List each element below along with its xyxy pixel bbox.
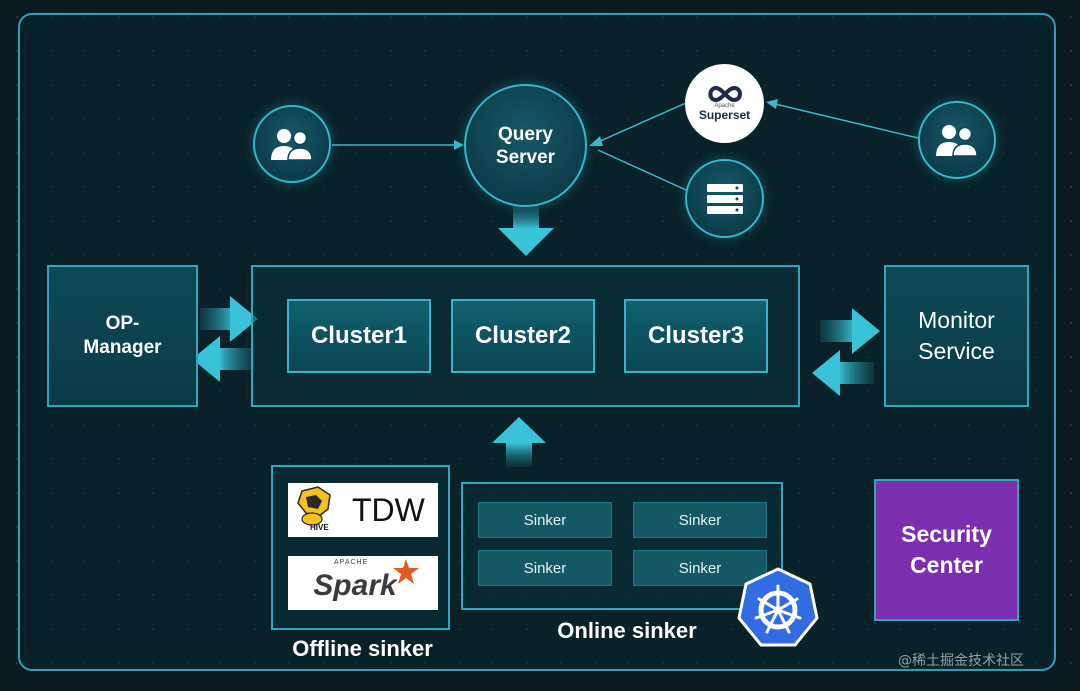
kubernetes-icon bbox=[737, 567, 819, 647]
monitor-service-label-line2: Service bbox=[918, 338, 995, 364]
users-icon bbox=[936, 125, 978, 157]
server-node bbox=[685, 159, 764, 238]
sinker-4: Sinker bbox=[633, 550, 767, 586]
user-to-superset-arrow bbox=[766, 99, 919, 139]
op-manager-label-line2: Manager bbox=[83, 337, 162, 358]
cluster2-box: Cluster2 bbox=[451, 299, 595, 373]
op-manager-box: OP- Manager bbox=[47, 265, 198, 407]
query-to-clusters-arrow bbox=[498, 205, 554, 256]
tdw-hive-card: HIVE TDW bbox=[288, 483, 438, 537]
sinker-2: Sinker bbox=[633, 502, 767, 538]
spark-star-icon bbox=[393, 559, 419, 584]
security-center-box: Security Center bbox=[874, 479, 1019, 621]
hive-logo: HIVE bbox=[288, 483, 342, 537]
security-center-label-line2: Center bbox=[910, 552, 983, 578]
online-sinker-caption: Online sinker bbox=[557, 618, 697, 643]
superset-node: Apache Superset bbox=[685, 64, 764, 143]
op-manager-exchange-arrows bbox=[192, 296, 258, 382]
user-circle-left bbox=[253, 105, 331, 183]
cluster1-box: Cluster1 bbox=[287, 299, 431, 373]
monitor-service-label-line1: Monitor bbox=[918, 307, 995, 333]
tdw-label: TDW bbox=[352, 491, 425, 528]
cluster3-box: Cluster3 bbox=[624, 299, 768, 373]
offline-sinker-caption: Offline sinker bbox=[292, 636, 433, 661]
monitor-exchange-arrows bbox=[812, 308, 880, 396]
hive-label: HIVE bbox=[310, 523, 329, 532]
watermark-text: @稀土掘金技术社区 bbox=[898, 653, 1024, 669]
server-icon bbox=[706, 183, 743, 214]
user-circle-right bbox=[918, 101, 996, 179]
user-to-query-arrow bbox=[332, 140, 464, 150]
query-server-label-line1: Query bbox=[498, 123, 553, 145]
monitor-service-box: Monitor Service bbox=[884, 265, 1029, 407]
spark-label: Spark bbox=[313, 569, 397, 602]
spark-small-label: APACHE bbox=[334, 559, 369, 566]
op-manager-label: OP- Manager bbox=[83, 312, 161, 360]
sinker-1: Sinker bbox=[478, 502, 612, 538]
sinker-3: Sinker bbox=[478, 550, 612, 586]
hive-bee-icon bbox=[297, 486, 331, 526]
query-server-node: Query Server bbox=[464, 84, 587, 207]
users-icon bbox=[271, 129, 313, 161]
op-manager-label-line1: OP- bbox=[105, 313, 140, 334]
security-center-label-line1: Security bbox=[901, 521, 992, 547]
superset-small-label: Apache bbox=[714, 103, 735, 109]
superset-label: Superset bbox=[698, 108, 751, 122]
spark-card: APACHE Spark bbox=[288, 556, 438, 610]
query-server-label-line2: Server bbox=[495, 146, 556, 168]
superset-logo-icon bbox=[707, 85, 742, 103]
query-server-label: Query Server bbox=[496, 123, 555, 169]
superset-to-query-arrow bbox=[589, 102, 687, 146]
security-center-label: Security Center bbox=[901, 519, 992, 581]
server-to-query-arrow bbox=[597, 149, 687, 191]
monitor-service-label: Monitor Service bbox=[918, 305, 995, 367]
sinkers-to-clusters-arrow bbox=[492, 417, 546, 467]
